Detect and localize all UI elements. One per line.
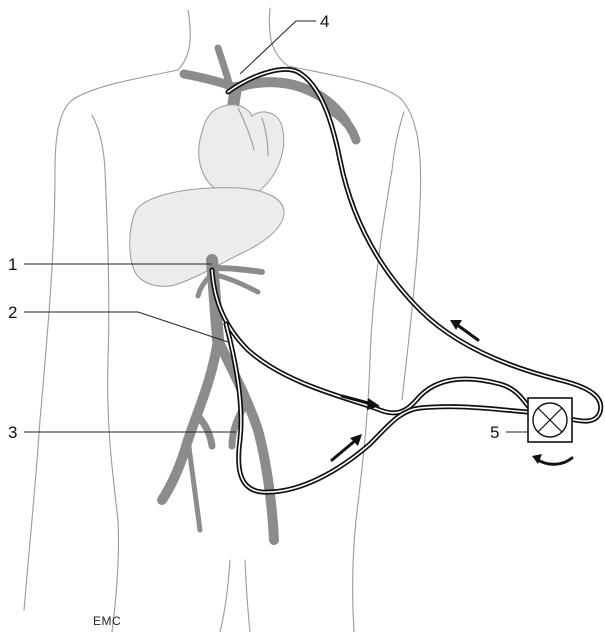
- pump: [528, 398, 572, 464]
- pump-rotation-arrow-icon: [538, 458, 572, 464]
- right-iliac-vein: [218, 340, 274, 540]
- leg-gap-outline-2: [245, 560, 250, 632]
- shoulder-right-outline: [288, 66, 421, 400]
- left-internal-iliac: [196, 414, 212, 446]
- hepatic-vein-right-2: [220, 276, 258, 292]
- label-3: 3: [8, 423, 17, 442]
- neck-left-outline: [178, 10, 190, 70]
- hepatic-vein-right: [216, 268, 262, 272]
- torso-left-outline: [105, 170, 119, 632]
- heart: [199, 105, 284, 196]
- label-4: 4: [320, 12, 329, 31]
- left-femoral-vein: [188, 440, 200, 530]
- label-5: 5: [490, 423, 499, 442]
- shoulder-left-outline: [24, 70, 178, 610]
- heart-shape: [199, 105, 284, 196]
- leg-gap-outline: [220, 560, 230, 632]
- label-1: 1: [8, 255, 17, 274]
- armpit-right: [392, 112, 404, 170]
- leader-2: [24, 312, 228, 342]
- armpit-left: [92, 115, 105, 170]
- label-2: 2: [8, 303, 17, 322]
- credit-text: EMC: [93, 614, 121, 628]
- left-iliac-vein: [162, 340, 218, 500]
- return-tube-outer: [228, 69, 601, 421]
- leader-4: [240, 21, 316, 74]
- return-tube-inner: [228, 69, 601, 421]
